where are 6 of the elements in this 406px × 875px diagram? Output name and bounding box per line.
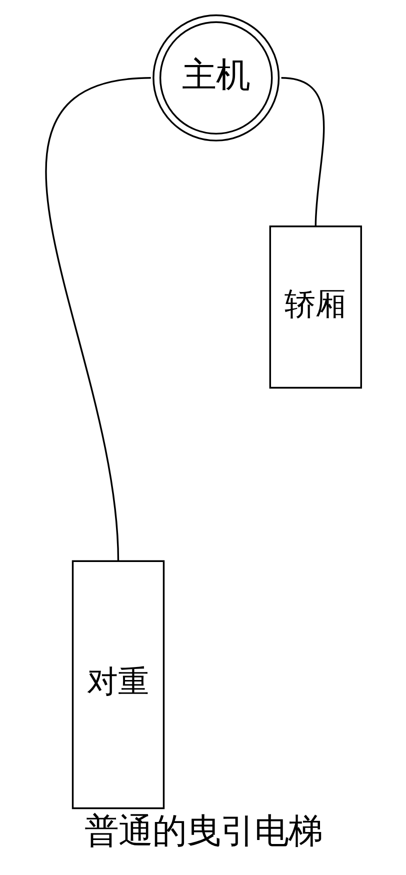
caption: 普通的曳引电梯 xyxy=(84,812,322,852)
connector xyxy=(280,77,324,226)
node-circle: 主机 xyxy=(152,14,280,142)
node-box: 轿厢 xyxy=(268,226,362,389)
connector xyxy=(45,77,150,562)
node-box: 对重 xyxy=(71,560,164,810)
